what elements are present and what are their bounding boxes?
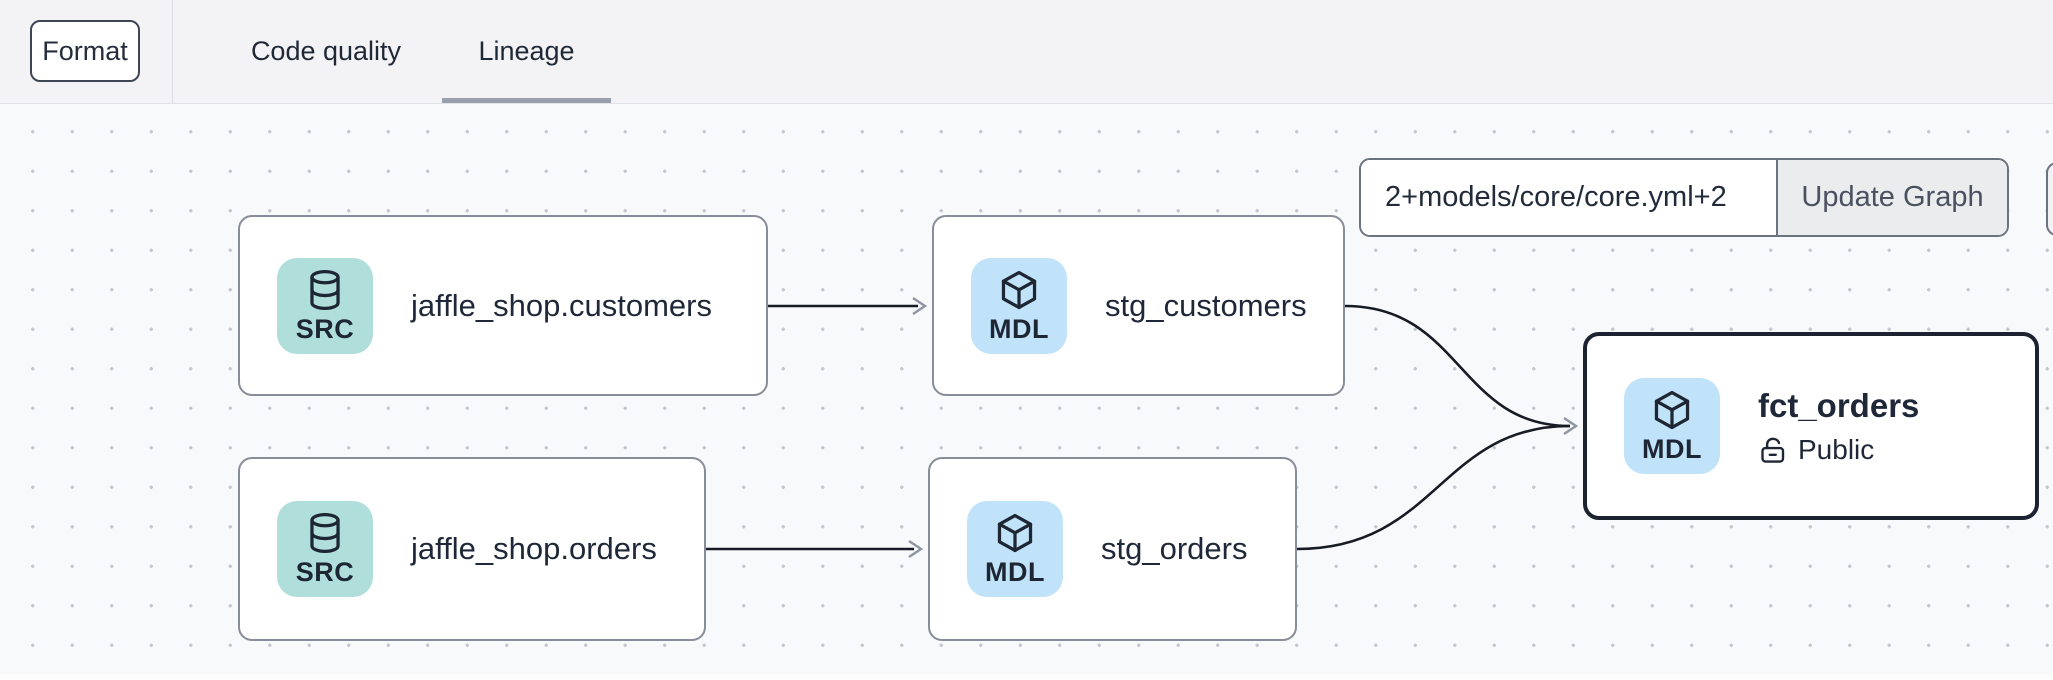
- toolbar-partial-button[interactable]: [2046, 162, 2053, 236]
- node-label: stg_customers: [1105, 287, 1307, 323]
- database-icon: [310, 512, 340, 554]
- cube-icon: [1001, 270, 1037, 309]
- badge-type-label: SRC: [295, 557, 355, 587]
- cube-icon: [1654, 390, 1690, 430]
- access-label: Public: [1798, 433, 1875, 465]
- source-type-badge: SRC: [277, 257, 373, 354]
- arrowhead-icon: [1563, 417, 1579, 435]
- node-label: jaffle_shop.customers: [411, 287, 712, 323]
- node-label-column: fct_orders Public: [1758, 387, 1919, 466]
- tab-code-quality[interactable]: Code quality: [220, 0, 432, 103]
- node-label: stg_orders: [1101, 531, 1248, 566]
- tab-code-quality-label: Code quality: [250, 36, 402, 66]
- model-type-badge: MDL: [967, 501, 1063, 597]
- edge-stgcustomers-fct: [1344, 304, 1571, 428]
- tab-lineage[interactable]: Lineage: [442, 0, 611, 103]
- arrowhead-icon: [912, 297, 928, 315]
- edge-stgorders-fct: [1296, 424, 1571, 551]
- node-jaffle-shop-orders[interactable]: SRC jaffle_shop.orders: [238, 457, 706, 641]
- badge-type-label: SRC: [295, 313, 355, 344]
- badge-type-label: MDL: [985, 557, 1045, 587]
- update-graph-button[interactable]: Update Graph: [1776, 160, 2007, 235]
- arrowhead-icon: [908, 540, 924, 558]
- badge-type-label: MDL: [1642, 434, 1702, 464]
- header-divider: [172, 0, 173, 103]
- badge-type-label: MDL: [989, 313, 1049, 344]
- node-stg-customers[interactable]: MDL stg_customers: [932, 215, 1345, 396]
- lineage-selector-input[interactable]: [1361, 160, 1776, 235]
- node-access-row: Public: [1758, 434, 1919, 466]
- editor-header: Format Code quality Lineage: [0, 0, 2053, 104]
- lock-open-icon: [1761, 437, 1785, 463]
- canvas-bottom-strip: [0, 674, 2053, 680]
- tab-lineage-label: Lineage: [478, 36, 575, 66]
- cube-icon: [997, 513, 1033, 553]
- node-label: jaffle_shop.orders: [411, 531, 657, 566]
- node-stg-orders[interactable]: MDL stg_orders: [928, 457, 1297, 641]
- node-fct-orders[interactable]: MDL fct_orders Public: [1583, 332, 2039, 520]
- format-button[interactable]: Format: [30, 20, 140, 82]
- lineage-selector-group: Update Graph: [1359, 158, 2009, 237]
- source-type-badge: SRC: [277, 501, 373, 597]
- model-type-badge: MDL: [1624, 378, 1720, 474]
- lineage-edges: [706, 297, 1579, 558]
- node-label: fct_orders: [1758, 386, 1920, 424]
- lineage-canvas[interactable]: SRC jaffle_shop.customers MDL stg_custom…: [0, 104, 2053, 680]
- active-tab-underline: [442, 98, 611, 103]
- node-jaffle-shop-customers[interactable]: SRC jaffle_shop.customers: [238, 215, 768, 396]
- model-type-badge: MDL: [971, 257, 1067, 354]
- database-icon: [310, 269, 340, 310]
